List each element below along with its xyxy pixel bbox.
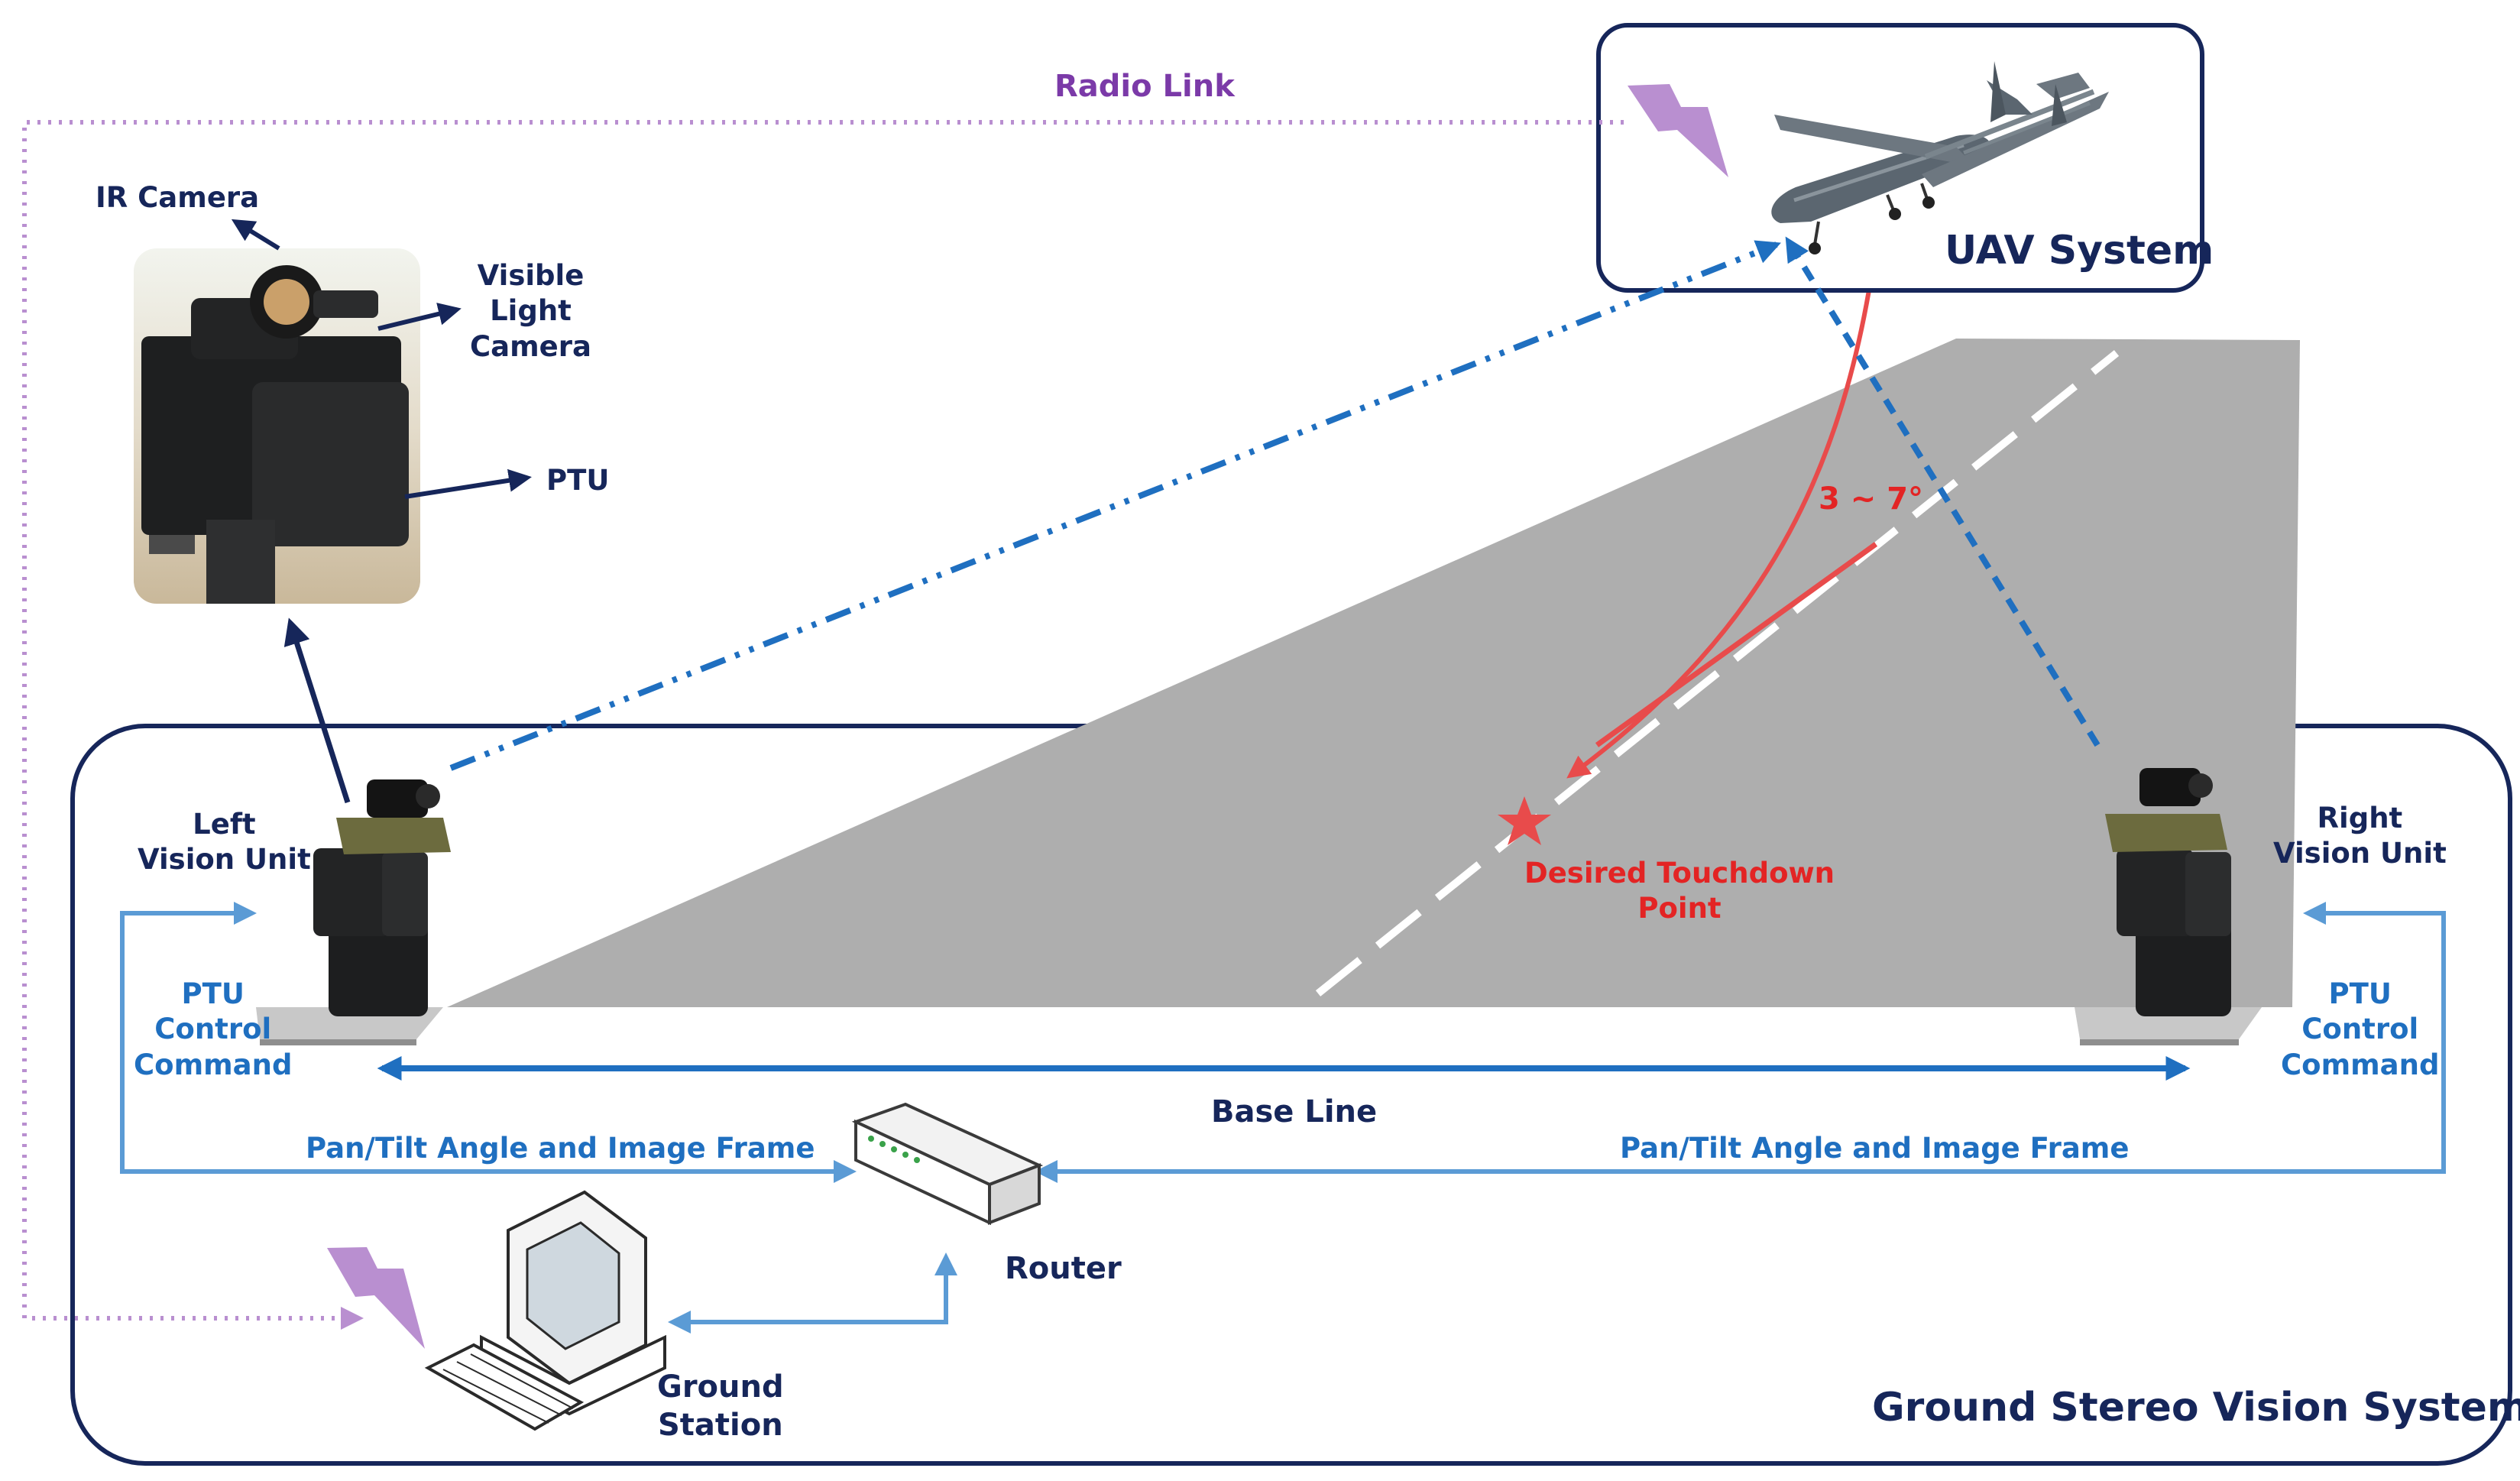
vision-unit-icon [2075, 768, 2262, 1045]
left-pan-tilt-label: Pan/Tilt Angle and Image Frame [306, 1132, 815, 1165]
visible-light-camera-label: Visible Light Camera [470, 259, 591, 363]
left-tracking-line [449, 240, 1781, 771]
computer-icon [424, 1190, 666, 1431]
vision-unit-icon [256, 779, 451, 1045]
left-vision-unit-label: Left Vision Unit [138, 808, 311, 877]
right-tracking-line [1785, 236, 2101, 747]
ptu-label: PTU [546, 464, 610, 497]
right-ptu-command-label: PTU Control Command [2281, 977, 2440, 1081]
right-vision-unit-label: Right Vision Unit [2273, 802, 2447, 870]
glide-angle-label: 3 ~ 7° [1819, 481, 1924, 517]
touchdown-point-label: Desired Touchdown Point [1524, 857, 1835, 925]
ir-camera-arrow [231, 219, 280, 251]
ptu-arrow [404, 468, 532, 499]
router-station-link [668, 1253, 957, 1334]
ptu-camera-photo [134, 248, 420, 604]
vision-unit-to-photo-arrow [283, 617, 351, 804]
touchdown-star-icon [1498, 796, 1551, 845]
ir-camera-label: IR Camera [96, 181, 260, 214]
base-line-label: Base Line [1211, 1094, 1378, 1129]
router-icon [851, 1102, 1044, 1226]
ground-system-title: Ground Stereo Vision System [1872, 1385, 2520, 1431]
visible-camera-arrow [377, 303, 462, 331]
radio-link-label: Radio Link [1054, 69, 1235, 104]
right-pan-tilt-label: Pan/Tilt Angle and Image Frame [1620, 1132, 2130, 1165]
uav-aircraft-icon [1771, 61, 2109, 254]
uav-system-title: UAV System [1945, 228, 2214, 274]
lightning-icon [327, 1247, 425, 1349]
runway [447, 339, 2300, 1007]
runway-centerline [1315, 350, 2120, 997]
left-ptu-command-label: PTU Control Command [134, 977, 293, 1081]
lightning-icon [1628, 84, 1728, 177]
ground-station-label: Ground Station [657, 1369, 784, 1443]
router-label: Router [1005, 1251, 1122, 1286]
glide-slope-line [1595, 542, 1878, 747]
